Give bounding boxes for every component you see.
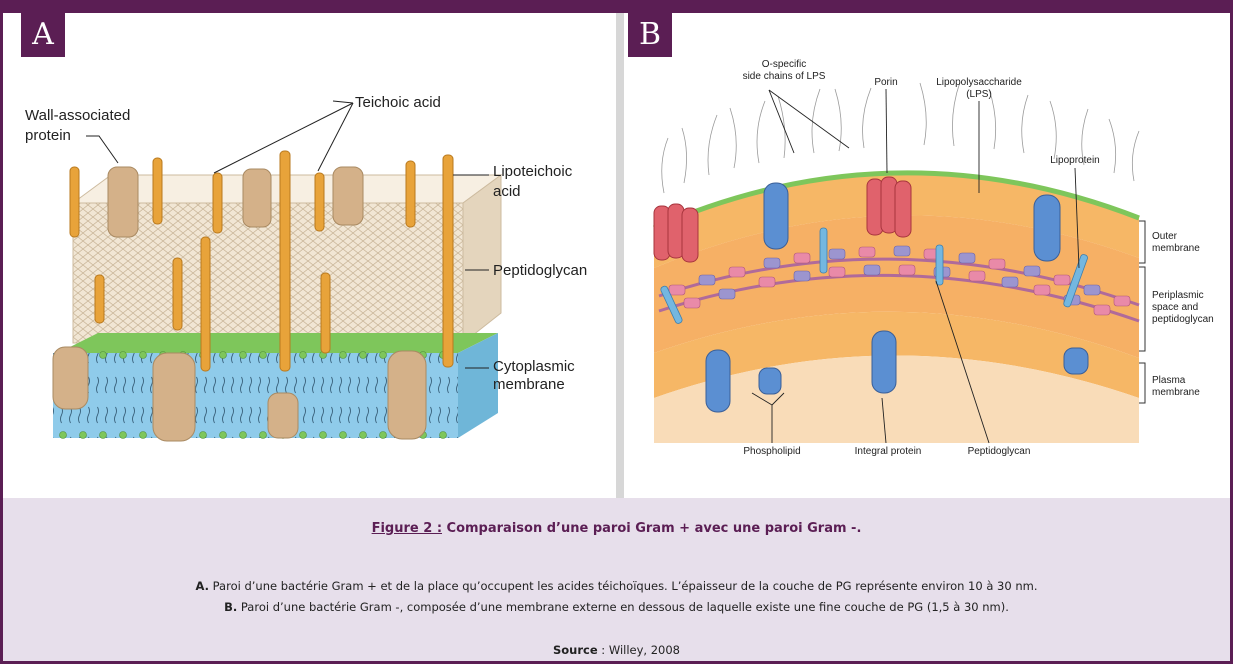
caption-source-bold: Source	[553, 643, 598, 657]
label-cytoplasmic-2: membrane	[493, 376, 565, 393]
caption-line-b: B. Paroi d’une bactérie Gram -, composée…	[3, 600, 1230, 614]
label-outer-membrane-2: membrane	[1152, 243, 1200, 254]
layer-brackets	[1139, 221, 1145, 403]
label-phospholipid: Phospholipid	[743, 446, 800, 457]
figure-caption: Figure 2 : Comparaison d’une paroi Gram …	[3, 498, 1230, 661]
label-peptidoglycan-a: Peptidoglycan	[493, 262, 587, 279]
caption-title: Figure 2 : Comparaison d’une paroi Gram …	[3, 521, 1230, 536]
caption-a-bold: A.	[196, 579, 209, 593]
gram-positive-wall-diagram: Wall-associated protein Teichoic acid Li…	[3, 13, 616, 498]
membrane-top-heads	[58, 333, 498, 353]
label-peptidoglycan-b: Peptidoglycan	[968, 446, 1031, 457]
label-lps-2: (LPS)	[966, 89, 992, 100]
label-ospecific-2: side chains of LPS	[743, 71, 826, 82]
label-periplasmic-2: space and	[1152, 302, 1198, 313]
panel-a-letter: A	[21, 13, 65, 57]
label-ospecific-1: O-specific	[762, 59, 806, 70]
label-plasma-1: Plasma	[1152, 375, 1186, 386]
label-periplasmic-3: peptidoglycan	[1152, 314, 1214, 325]
caption-a-text: Paroi d’une bactérie Gram + et de la pla…	[209, 579, 1038, 593]
caption-b-bold: B.	[224, 600, 237, 614]
label-cytoplasmic-1: Cytoplasmic	[493, 358, 575, 375]
label-lipoteichoic-2: acid	[493, 183, 521, 200]
panel-divider	[616, 13, 624, 498]
panel-b-letter: B	[628, 13, 672, 57]
label-integral-protein: Integral protein	[855, 446, 922, 457]
label-wall-associated-protein-1: Wall-associated	[25, 107, 130, 124]
caption-line-a: A. Paroi d’une bactérie Gram + et de la …	[3, 579, 1230, 593]
label-porin: Porin	[874, 77, 897, 88]
label-wall-associated-protein-2: protein	[25, 127, 71, 144]
panel-a-gram-positive: Wall-associated protein Teichoic acid Li…	[3, 13, 616, 498]
label-lipoteichoic-1: Lipoteichoic	[493, 163, 573, 180]
gram-negative-wall-diagram: O-specific side chains of LPS Porin Lipo…	[624, 13, 1230, 498]
caption-b-text: Paroi d’une bactérie Gram -, composée d’…	[237, 600, 1009, 614]
caption-source: Source : Willey, 2008	[3, 643, 1230, 657]
panel-b-gram-negative: O-specific side chains of LPS Porin Lipo…	[624, 13, 1230, 498]
caption-figure-title: Comparaison d’une paroi Gram + avec une …	[442, 521, 861, 536]
label-lps-1: Lipopolysaccharide	[936, 77, 1022, 88]
label-teichoic-acid: Teichoic acid	[355, 94, 441, 111]
caption-figure-number: Figure 2 :	[372, 521, 442, 536]
label-plasma-2: membrane	[1152, 387, 1200, 398]
top-bar	[0, 0, 1233, 13]
peptidoglycan-side	[463, 175, 501, 343]
caption-source-text: : Willey, 2008	[598, 643, 680, 657]
label-periplasmic-1: Periplasmic	[1152, 290, 1204, 301]
label-outer-membrane-1: Outer	[1152, 231, 1178, 242]
label-lipoprotein: Lipoprotein	[1050, 155, 1099, 166]
